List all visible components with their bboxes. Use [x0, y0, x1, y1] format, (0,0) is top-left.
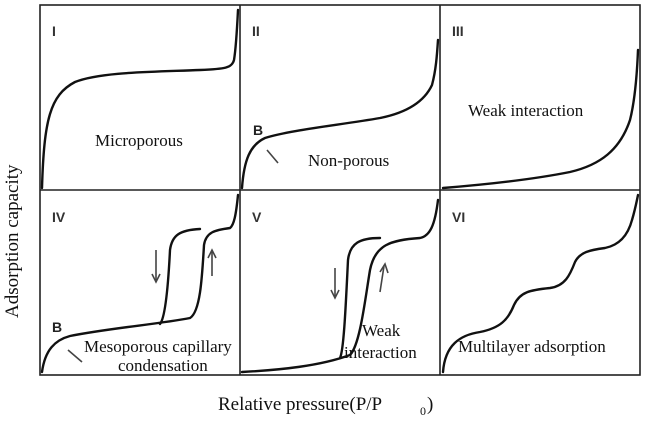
isotherm-curve [441, 193, 640, 374]
x-axis-title-group: Relative pressure(P/P 0 ) [218, 394, 433, 418]
panel-number: VI [452, 209, 465, 225]
panel-label-line-2: interaction [344, 343, 417, 362]
desorption-arrowhead [151, 273, 161, 284]
panel-number: I [52, 23, 56, 39]
point-b-label: B [52, 319, 62, 335]
panel-label: Weak interaction [468, 101, 584, 120]
point-b-label: B [253, 122, 263, 138]
panel-label-line-1: Weak [362, 321, 401, 340]
y-axis-title: Adsorption capacity [2, 164, 23, 318]
panel-type-iii: III Weak interaction [441, 23, 640, 190]
adsorption-arrowhead [207, 248, 217, 259]
desorption-branch [338, 236, 382, 360]
isotherm-curve [441, 48, 640, 190]
desorption-arrowhead [330, 289, 340, 300]
arrow-to-point-b [266, 149, 279, 164]
isotherm-curve [40, 8, 240, 190]
panel-type-i: I Microporous [40, 8, 240, 190]
panel-number: IV [52, 209, 66, 225]
adsorption-arrow [379, 265, 385, 293]
panel-type-v: V Weak interaction [240, 198, 440, 374]
desorption-branch [158, 227, 202, 326]
panel-label: Multilayer adsorption [458, 337, 606, 356]
panel-type-ii: II B Non-porous [240, 23, 440, 190]
arrow-to-point-b [67, 349, 83, 363]
panel-label-line-1: Mesoporous capillary [84, 337, 232, 356]
adsorption-branch [40, 193, 240, 374]
panel-type-vi: VI Multilayer adsorption [441, 193, 640, 374]
panel-number: V [252, 209, 262, 225]
x-axis-close-paren: ) [427, 394, 433, 415]
adsorption-arrowhead [379, 262, 389, 274]
panel-label: Microporous [95, 131, 183, 150]
panel-number: III [452, 23, 464, 39]
x-axis-title: Relative pressure(P/P [218, 394, 382, 415]
isotherm-curve [240, 38, 440, 190]
x-axis-subscript: 0 [420, 404, 426, 418]
panel-number: II [252, 23, 260, 39]
panel-label-line-2: condensation [118, 356, 208, 375]
panel-label: Non-porous [308, 151, 389, 170]
adsorption-branch [240, 198, 440, 374]
panel-type-iv: IV B Mesoporous capillary condensation [40, 193, 240, 375]
